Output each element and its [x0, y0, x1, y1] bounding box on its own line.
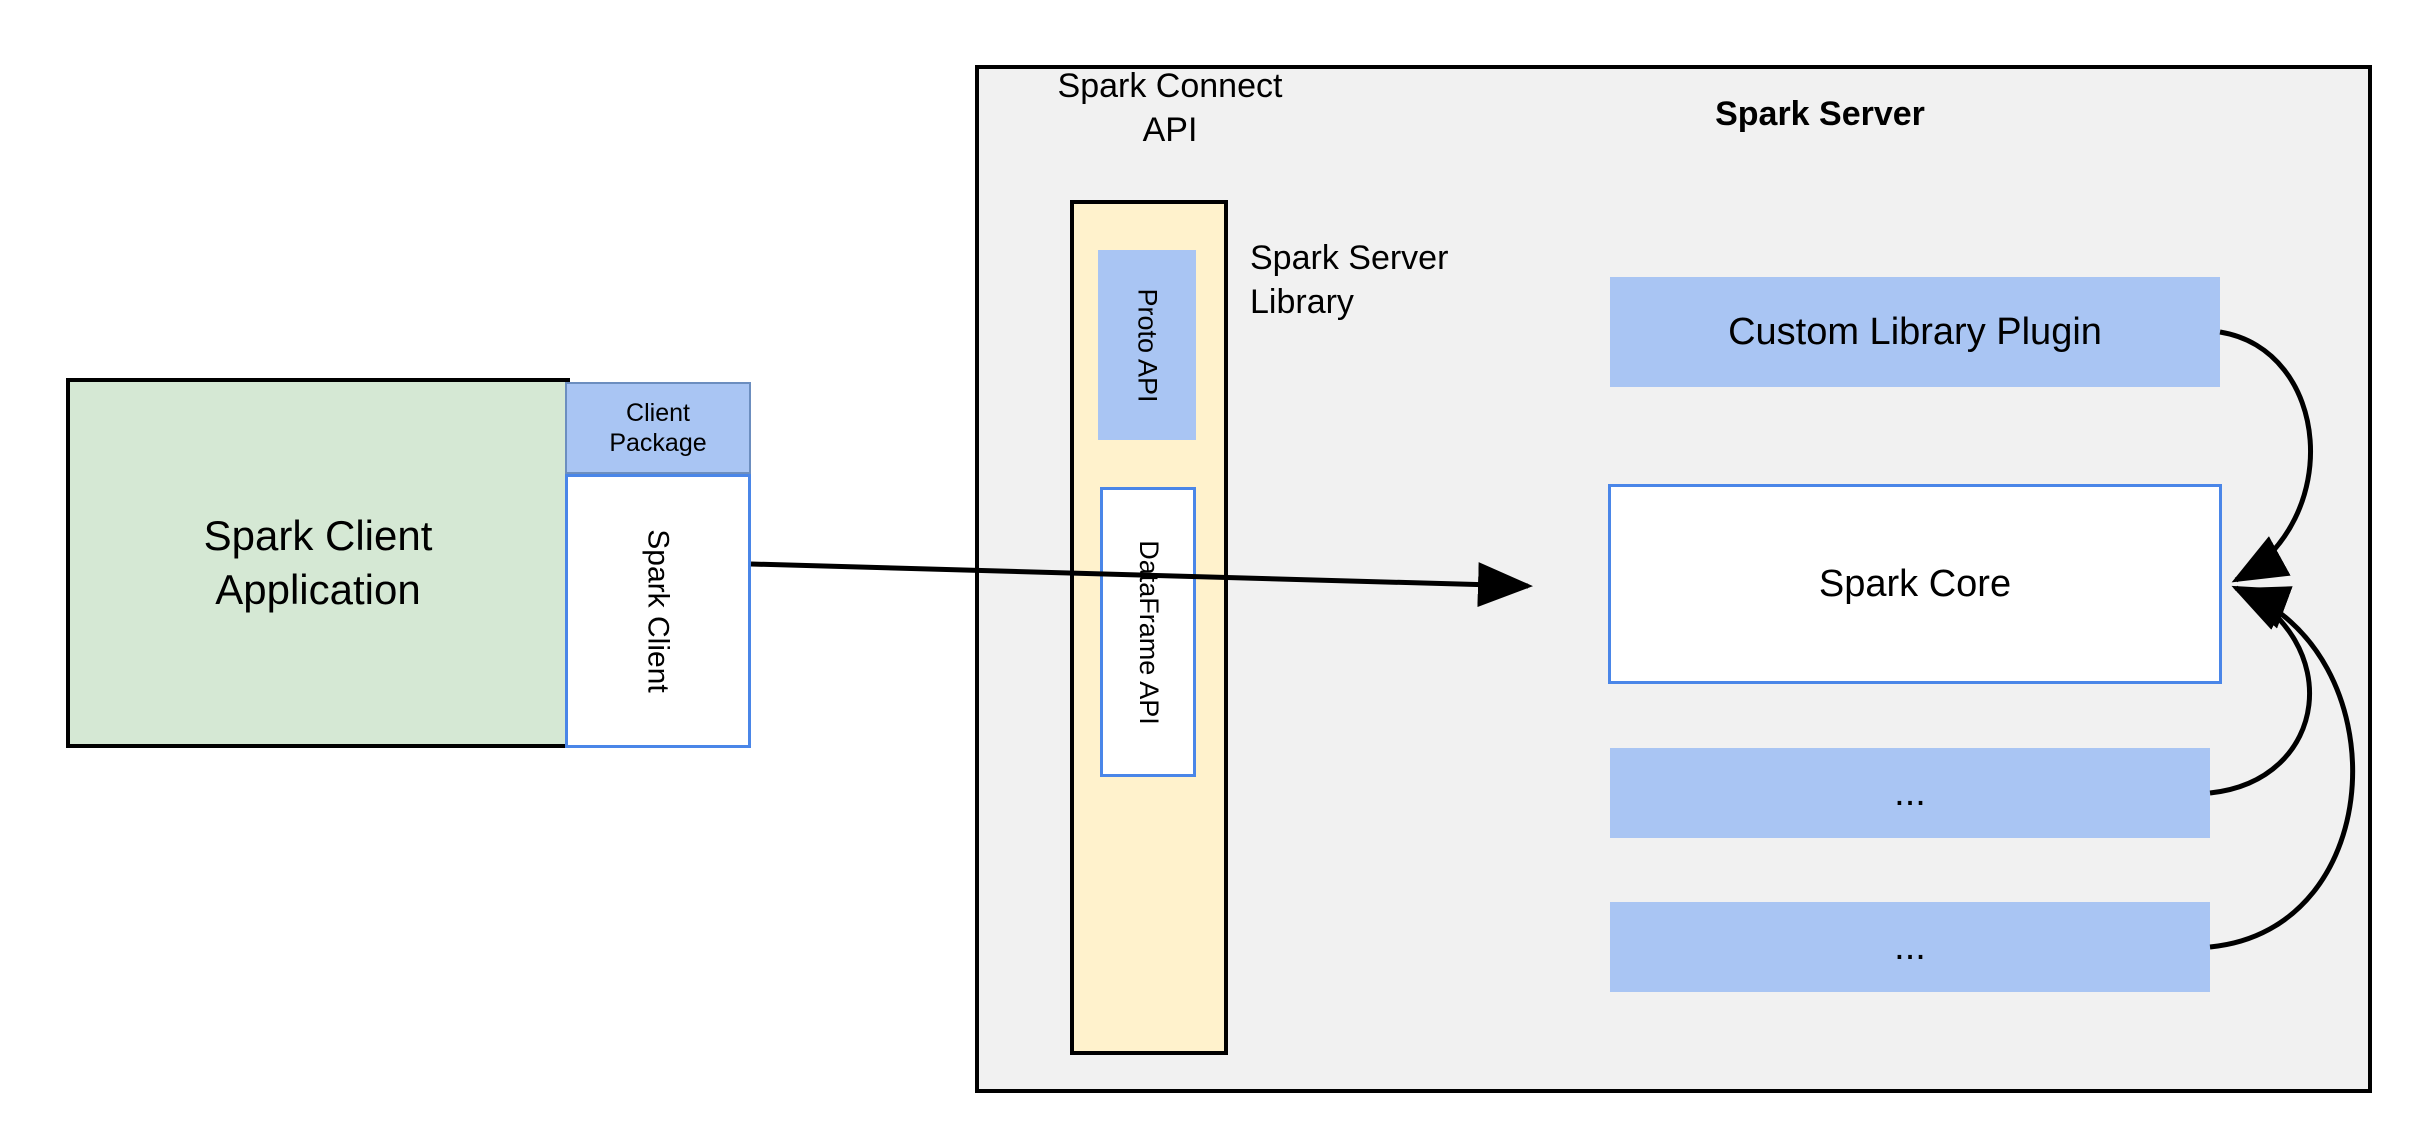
- spark-connect-api-label: Spark Connect API: [1000, 67, 1340, 149]
- proto-api-label: Proto API: [1132, 287, 1163, 403]
- spark-client-application-box: Spark Client Application: [66, 378, 570, 748]
- spark-client-label: Spark Client: [642, 529, 675, 693]
- spark-server-library-label: Spark Server Library: [1250, 239, 1540, 321]
- dataframe-api-box: DataFrame API: [1100, 487, 1196, 777]
- spark-core-box: Spark Core: [1608, 484, 2222, 684]
- client-package-line2: Package: [609, 429, 707, 457]
- ellipsis-one-label: ...: [1894, 771, 1926, 814]
- custom-library-plugin-label: Custom Library Plugin: [1728, 310, 2102, 353]
- client-app-line2: Application: [215, 566, 421, 613]
- client-app-line1: Spark Client: [203, 512, 433, 560]
- dataframe-api-label: DataFrame API: [1133, 539, 1164, 725]
- ellipsis-box-two: ...: [1610, 902, 2210, 992]
- proto-api-box: Proto API: [1098, 250, 1196, 440]
- ellipsis-box-one: ...: [1610, 748, 2210, 838]
- spark-server-title: Spark Server: [1715, 94, 1925, 133]
- spark-client-box: Spark Client: [565, 474, 751, 748]
- spark-server-library-line1: Spark Server: [1250, 238, 1449, 277]
- client-package-box: Client Package: [565, 382, 751, 474]
- ellipsis-two-label: ...: [1894, 925, 1926, 968]
- spark-connect-api-line2: API: [1142, 111, 1198, 149]
- client-package-line1: Client: [626, 398, 690, 427]
- custom-library-plugin-box: Custom Library Plugin: [1610, 277, 2220, 387]
- spark-server-library-line2: Library: [1250, 283, 1354, 321]
- spark-connect-api-line1: Spark Connect: [1057, 66, 1283, 105]
- spark-core-label: Spark Core: [1818, 562, 2012, 605]
